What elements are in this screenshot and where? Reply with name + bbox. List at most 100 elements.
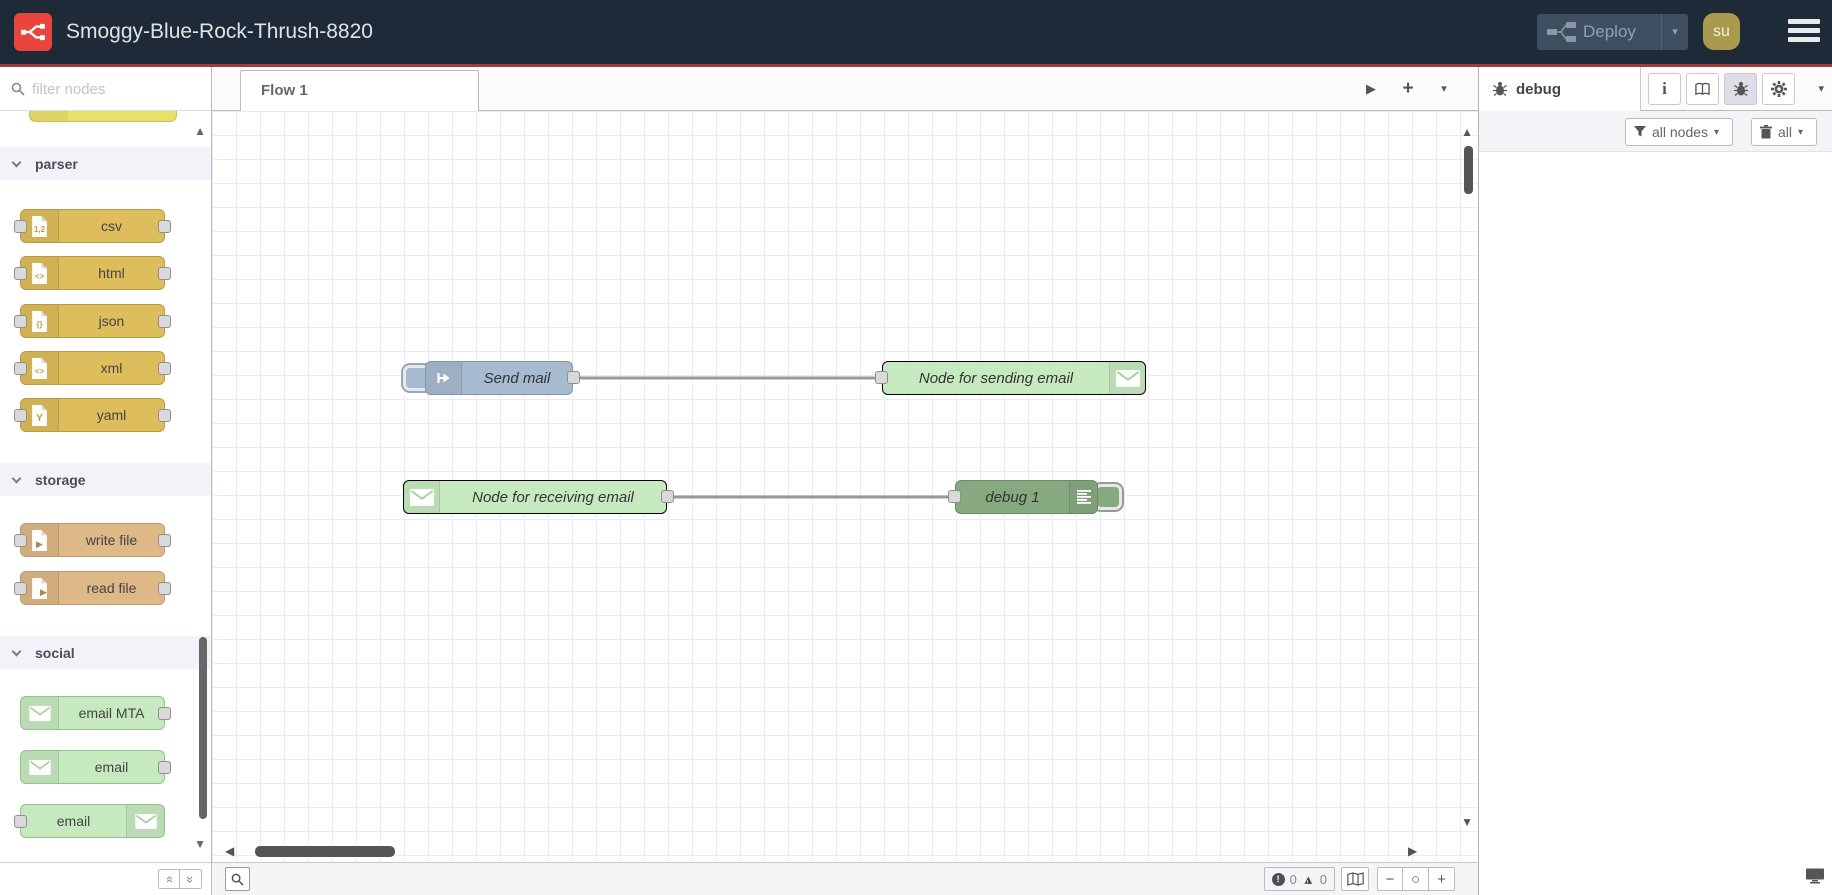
envelope-icon (1109, 362, 1145, 394)
node-port[interactable] (567, 371, 580, 384)
debug-tab-button[interactable] (1724, 73, 1757, 105)
palette-scroll-down-icon[interactable]: ▼ (194, 837, 206, 851)
palette-node-xml[interactable]: <> xml (14, 351, 171, 385)
zoom-in-button[interactable]: + (1429, 867, 1455, 891)
category-label: social (35, 644, 75, 661)
bug-icon (1493, 82, 1507, 97)
node-port[interactable] (14, 815, 27, 828)
search-icon (11, 82, 25, 96)
partial-node[interactable] (29, 111, 177, 122)
palette-expand-all-button[interactable]: » (180, 869, 202, 889)
palette-node-read-file[interactable]: ▶ read file (14, 571, 171, 605)
canvas-scroll-up-icon[interactable]: ▲ (1461, 125, 1473, 139)
node-send-mail[interactable]: Send mail (425, 361, 573, 395)
debug-output-icon (1069, 481, 1097, 513)
avatar[interactable]: su (1703, 13, 1740, 50)
canvas-scroll-right-icon[interactable]: ▶ (1408, 844, 1418, 858)
canvas-scroll-down-icon[interactable]: ▼ (1461, 815, 1473, 829)
help-tab-button[interactable] (1686, 73, 1719, 105)
node-port[interactable] (158, 362, 171, 375)
palette-scroll-area: ▲ parser 1,2 csv (0, 111, 211, 862)
canvas-scroll-left-icon[interactable]: ◀ (225, 844, 235, 858)
chevron-down-icon (11, 646, 22, 656)
config-tab-button[interactable] (1762, 73, 1795, 105)
notification-counts[interactable]: ! 0 ▲! 0 (1263, 867, 1335, 891)
node-port[interactable] (158, 220, 171, 233)
tab-flow-1[interactable]: Flow 1 (240, 70, 479, 111)
palette-node-yaml[interactable]: Y yaml (14, 398, 171, 432)
canvas-search-button[interactable] (225, 867, 250, 891)
node-port[interactable] (158, 707, 171, 720)
palette-node-csv[interactable]: 1,2 csv (14, 209, 171, 243)
main-menu-icon[interactable] (1788, 19, 1820, 46)
node-port[interactable] (948, 490, 961, 503)
bug-icon (1733, 82, 1748, 97)
palette-node-email-out[interactable]: email (14, 804, 165, 838)
palette-node-html[interactable]: <> html (14, 256, 171, 290)
sidebar-dropdown-chevron-icon[interactable]: ▾ (1818, 83, 1824, 95)
node-port[interactable] (14, 315, 27, 328)
error-icon: ! (1271, 872, 1285, 886)
navigator-button[interactable] (1341, 867, 1369, 891)
node-port[interactable] (14, 534, 27, 547)
node-debug-1[interactable]: debug 1 (955, 480, 1098, 514)
add-flow-button[interactable]: + (1402, 78, 1414, 99)
palette-scrollbar-thumb[interactable] (199, 637, 207, 819)
canvas-horizontal-scrollbar[interactable] (255, 846, 395, 857)
flow-tab-label: Flow 1 (261, 82, 308, 99)
tab-dropdown-chevron-icon[interactable]: ▾ (1441, 83, 1447, 95)
debug-tab-label: debug (1516, 80, 1561, 98)
deploy-button[interactable]: Deploy ▾ (1537, 14, 1688, 50)
palette-footer: » » (0, 862, 211, 895)
yaml-file-icon: Y (21, 399, 59, 431)
inject-arrow-icon (426, 362, 462, 394)
category-storage[interactable]: storage (0, 463, 211, 496)
category-parser[interactable]: parser (0, 147, 211, 180)
node-port[interactable] (158, 315, 171, 328)
envelope-icon (126, 805, 164, 837)
node-port[interactable] (158, 534, 171, 547)
sidebar-tabbar: debug i (1479, 67, 1832, 111)
xml-file-icon: <> (21, 352, 59, 384)
canvas-vertical-scrollbar[interactable] (1464, 146, 1473, 194)
node-for-receiving-email[interactable]: Node for receiving email (403, 480, 667, 514)
node-port[interactable] (158, 409, 171, 422)
zoom-reset-button[interactable]: ○ (1403, 867, 1429, 891)
node-for-sending-email[interactable]: Node for sending email (882, 361, 1146, 395)
error-count: 0 (1289, 871, 1297, 887)
node-port[interactable] (158, 582, 171, 595)
info-tab-button[interactable]: i (1648, 73, 1681, 105)
palette-scroll-up-icon[interactable]: ▲ (194, 124, 206, 138)
deploy-dropdown-chevron-icon[interactable]: ▾ (1661, 14, 1688, 50)
node-port[interactable] (661, 490, 674, 503)
debug-filter-button[interactable]: all nodes ▾ (1625, 118, 1733, 146)
node-port[interactable] (14, 409, 27, 422)
palette-node-email-in[interactable]: email (20, 750, 171, 784)
category-social[interactable]: social (0, 636, 211, 669)
node-port[interactable] (14, 362, 27, 375)
chevron-down-icon (11, 473, 22, 483)
chevron-down-icon (11, 157, 22, 167)
debug-clear-button[interactable]: all ▾ (1751, 118, 1817, 146)
palette-node-json[interactable]: {} json (14, 304, 171, 338)
palette-filter-input[interactable] (32, 74, 202, 104)
node-port[interactable] (158, 761, 171, 774)
node-port[interactable] (875, 371, 888, 384)
debug-toolbar: all nodes ▾ all ▾ (1479, 111, 1832, 152)
palette-node-write-file[interactable]: ▶ write file (14, 523, 171, 557)
flow-list-icon[interactable]: ▶ (1366, 81, 1376, 96)
debug-filter-label: all nodes (1652, 124, 1709, 140)
flow-canvas[interactable]: Send mail Node for sending email Node fo… (212, 111, 1478, 862)
open-debug-window-button[interactable] (1806, 868, 1824, 889)
palette-node-email-mta[interactable]: email MTA (20, 696, 171, 730)
palette-collapse-all-button[interactable]: » (158, 869, 180, 889)
node-port[interactable] (14, 582, 27, 595)
tab-debug[interactable]: debug (1479, 67, 1641, 111)
palette-filter-row (0, 67, 211, 111)
node-port[interactable] (14, 267, 27, 280)
node-port[interactable] (158, 267, 171, 280)
deploy-button-label: Deploy (1583, 22, 1636, 41)
zoom-out-button[interactable]: − (1377, 867, 1403, 891)
node-port[interactable] (14, 220, 27, 233)
